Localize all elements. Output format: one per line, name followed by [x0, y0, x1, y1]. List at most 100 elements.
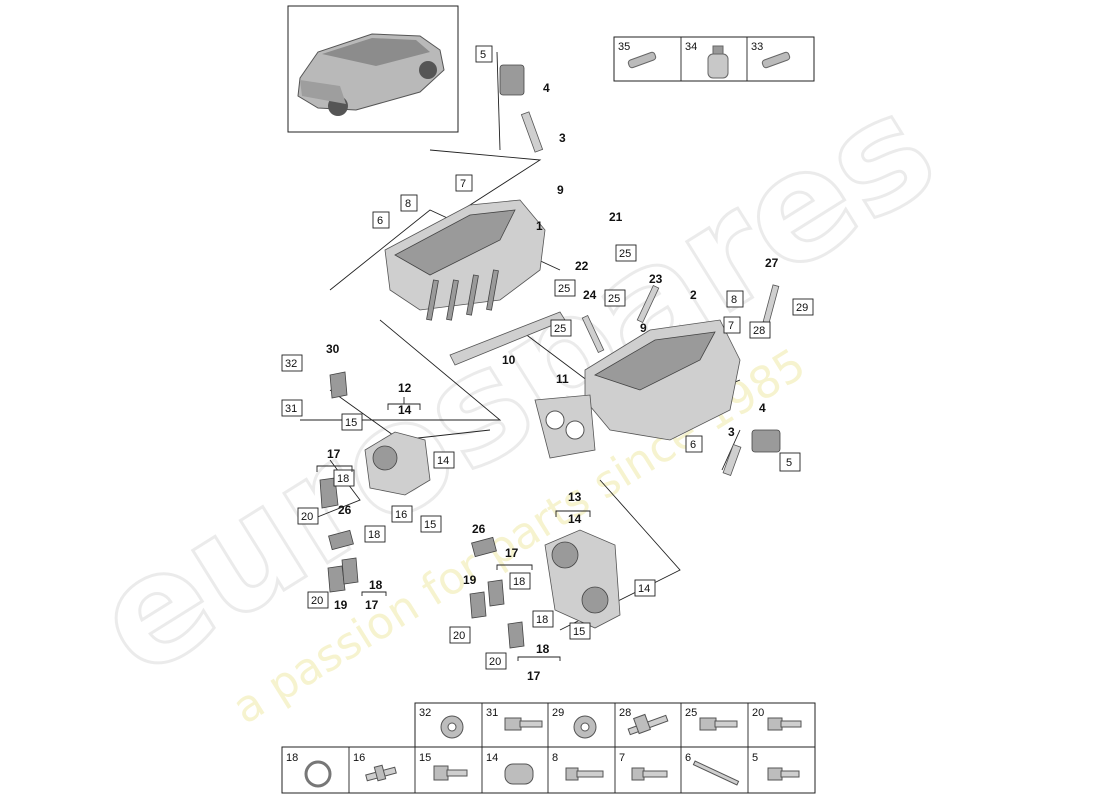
- callout-boxed: 18: [532, 610, 554, 628]
- hardware-cell: 6: [685, 752, 740, 786]
- callout-label: 1: [536, 219, 543, 233]
- callout-label: 17: [505, 546, 519, 560]
- callout-label: 2: [690, 288, 697, 302]
- callout-boxed: 15: [569, 622, 591, 640]
- consumable-number: 33: [751, 41, 763, 53]
- svg-text:25: 25: [554, 323, 566, 335]
- callout-boxed: 25: [554, 279, 576, 297]
- svg-text:32: 32: [285, 358, 297, 370]
- callout-boxed: 6: [685, 435, 703, 453]
- svg-text:6: 6: [377, 215, 383, 227]
- stud-bolt-icon: [627, 713, 669, 736]
- hardware-number: 15: [419, 752, 431, 764]
- long-bolt-icon: [692, 760, 740, 786]
- hardware-cell: 15: [419, 752, 468, 781]
- hardware-number: 29: [552, 707, 564, 719]
- hardware-cell: 8: [552, 752, 604, 781]
- hardware-cell: 32: [419, 707, 464, 739]
- callout-label: 17: [365, 598, 379, 612]
- flange-bolt-icon: [504, 717, 543, 731]
- hardware-cell: 31: [486, 707, 543, 731]
- callout-boxed: 7: [455, 174, 473, 192]
- bolt-icon: [631, 767, 668, 781]
- callout-label: 17: [527, 669, 541, 683]
- hardware-number: 16: [353, 752, 365, 764]
- callout-label: 10: [502, 353, 516, 367]
- svg-text:20: 20: [311, 595, 323, 607]
- callouts: 5 4 3 7 9 8 6 1 21 25 22 25 27 23 2 8 25…: [281, 45, 814, 683]
- callout-boxed: 20: [485, 652, 507, 670]
- callout-boxed: 18: [333, 469, 355, 487]
- svg-text:20: 20: [453, 630, 465, 642]
- svg-text:20: 20: [301, 511, 313, 523]
- callout-label: 12: [398, 381, 412, 395]
- callout-boxed: 15: [341, 413, 363, 431]
- callout-boxed: 16: [391, 505, 413, 523]
- callout-boxed: 14: [433, 451, 455, 469]
- nut-icon: [440, 715, 464, 739]
- callout-label: 11: [556, 372, 569, 386]
- consumable-number: 34: [685, 41, 697, 53]
- svg-text:14: 14: [638, 583, 650, 595]
- hardware-number: 25: [685, 707, 697, 719]
- svg-text:25: 25: [558, 283, 570, 295]
- long-bolt-icon: [565, 767, 604, 781]
- callout-label: 14: [568, 512, 582, 526]
- svg-text:16: 16: [395, 509, 407, 521]
- callout-label: 3: [559, 131, 566, 145]
- callout-label: 24: [583, 288, 597, 302]
- consumable-cell: 33: [751, 41, 791, 69]
- callout-boxed: 20: [307, 591, 329, 609]
- callout-boxed: 29: [792, 298, 814, 316]
- nut-icon: [573, 715, 597, 739]
- callout-label: 3: [728, 425, 735, 439]
- callout-boxed: 8: [400, 194, 418, 212]
- callout-label: 13: [568, 490, 582, 504]
- callout-boxed: 5: [779, 452, 801, 472]
- group-brackets: [316, 397, 591, 661]
- hardware-table: 32 31 29 28 25 20 18 16: [281, 702, 816, 794]
- callout-boxed: 18: [509, 572, 531, 590]
- vehicle-thumbnail: [287, 5, 459, 133]
- bolt-icon: [433, 765, 468, 781]
- consumable-cell: 34: [685, 41, 729, 79]
- svg-text:18: 18: [337, 473, 349, 485]
- hardware-cell: 28: [619, 707, 669, 736]
- callout-label: 26: [338, 503, 352, 517]
- callout-label: 26: [472, 522, 486, 536]
- bolt-icon: [767, 767, 800, 781]
- hardware-cell: 16: [353, 752, 397, 782]
- hardware-cell: 14: [486, 752, 534, 785]
- svg-text:5: 5: [786, 457, 792, 469]
- svg-text:25: 25: [619, 248, 631, 260]
- tube-icon: [761, 51, 791, 69]
- bottle-icon: [707, 53, 729, 79]
- consumables-table: 35 34 33: [613, 36, 815, 82]
- callout-label: 18: [536, 642, 550, 656]
- camshaft-adjuster-upper: [364, 431, 431, 496]
- hardware-cell: 20: [752, 707, 802, 731]
- callout-label: 18: [369, 578, 383, 592]
- hardware-number: 32: [419, 707, 431, 719]
- callout-boxed: 25: [604, 289, 626, 307]
- hardware-cell: 29: [552, 707, 597, 739]
- svg-text:15: 15: [424, 519, 436, 531]
- hardware-number: 8: [552, 752, 558, 764]
- callout-boxed: 20: [297, 507, 319, 525]
- svg-text:20: 20: [489, 656, 501, 668]
- camshaft-adjuster-lower: [544, 529, 621, 629]
- small-parts: [319, 64, 781, 649]
- svg-text:5: 5: [480, 49, 486, 61]
- svg-text:29: 29: [796, 302, 808, 314]
- callout-boxed: 32: [281, 354, 303, 372]
- stud-icon: [365, 764, 397, 782]
- svg-text:25: 25: [608, 293, 620, 305]
- sleeve-icon: [504, 763, 534, 785]
- svg-text:18: 18: [536, 614, 548, 626]
- callout-label: 4: [543, 81, 550, 95]
- callout-boxed: 8: [726, 290, 744, 308]
- hardware-number: 20: [752, 707, 764, 719]
- callout-label: 14: [398, 403, 412, 417]
- callout-label: 9: [557, 183, 564, 197]
- hardware-cell: 18: [286, 752, 332, 788]
